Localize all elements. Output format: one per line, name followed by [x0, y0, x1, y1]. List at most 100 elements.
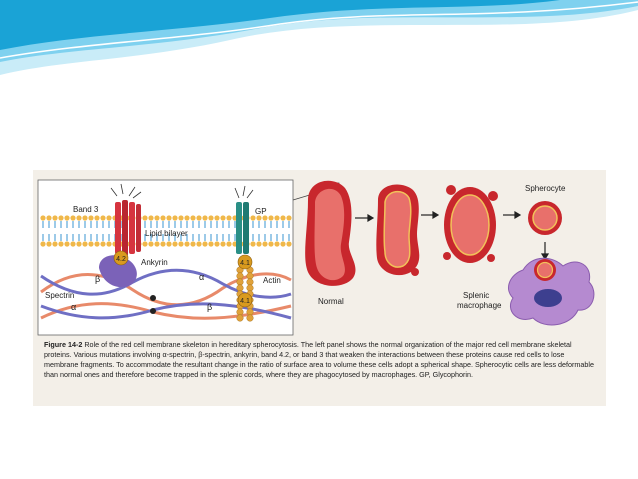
actin-bead	[236, 308, 244, 316]
lipid-head	[256, 241, 262, 247]
lipid-head	[82, 215, 88, 221]
lipid-head	[196, 241, 202, 247]
spherocyte	[528, 201, 562, 235]
lipid-head	[58, 215, 64, 221]
normal-rbc	[305, 180, 356, 286]
lipid-head	[202, 241, 208, 247]
lipid-head	[94, 241, 100, 247]
lipid-head	[100, 241, 106, 247]
actin-bead	[246, 314, 254, 322]
junction-dot	[150, 295, 156, 301]
lipid-head	[178, 215, 184, 221]
spectrin-alpha-strand	[40, 272, 292, 307]
actin-bead	[236, 284, 244, 292]
lipid-head	[208, 215, 214, 221]
lipid-head	[154, 241, 160, 247]
splenic-label-line1: Splenic	[463, 291, 489, 300]
lipid-head	[268, 215, 274, 221]
lipid-head	[76, 215, 82, 221]
lipid-head	[46, 215, 52, 221]
banner-wave-dark	[0, 0, 560, 50]
actin-bead	[246, 278, 254, 286]
band41-top-circle	[237, 254, 253, 270]
lipid-head	[262, 215, 268, 221]
lipid-head	[52, 215, 58, 221]
lipid-head	[64, 241, 70, 247]
lipid-head	[106, 241, 112, 247]
progression-arrows	[355, 210, 550, 261]
band42-label: 4.2	[116, 256, 126, 263]
actin-bead	[236, 272, 244, 280]
lipid-head	[154, 215, 160, 221]
normal-label: Normal	[318, 297, 344, 306]
lipid-head	[262, 241, 268, 247]
caption-text: Role of the red cell membrane skeleton i…	[44, 340, 595, 379]
lipid-head	[94, 215, 100, 221]
lipid-head	[280, 215, 286, 221]
lipid-head	[214, 241, 220, 247]
actin-label: Actin	[263, 276, 281, 285]
lipid-head	[250, 241, 256, 247]
figure-caption: Figure 14-2 Role of the red cell membran…	[44, 340, 596, 380]
lipid-head	[88, 215, 94, 221]
lipid-head	[52, 241, 58, 247]
lipid-bilayer	[40, 215, 292, 247]
intermediate-rbc-2	[443, 185, 498, 263]
alpha-left-label: α	[71, 302, 76, 312]
actin-bead	[236, 314, 244, 322]
lipid-head	[208, 241, 214, 247]
lipid-head	[58, 241, 64, 247]
lipid-head	[46, 241, 52, 247]
actin-bead	[246, 308, 254, 316]
actin-bead	[246, 272, 254, 280]
lipid-head	[202, 215, 208, 221]
lipid-head	[88, 241, 94, 247]
caption-label: Figure 14-2	[44, 340, 83, 349]
banner-line	[0, 1, 638, 59]
lipid-head	[76, 241, 82, 247]
lipid-head	[184, 215, 190, 221]
lipid-head	[142, 241, 148, 247]
lipid-head	[64, 215, 70, 221]
band41-top-label: 4.1	[240, 260, 250, 267]
lipid-head	[184, 241, 190, 247]
lipid-head	[274, 215, 280, 221]
lipid-head	[256, 215, 262, 221]
header-banner	[0, 0, 638, 75]
lipid-head	[40, 241, 46, 247]
junction-dot	[150, 308, 156, 314]
beta-right-label: β	[207, 302, 212, 312]
band3-label: Band 3	[73, 205, 99, 214]
band42-circle	[113, 250, 129, 266]
lipid-head	[82, 241, 88, 247]
lipid-head	[250, 215, 256, 221]
lipid-head	[172, 215, 178, 221]
splenic-label-line2: macrophage	[457, 301, 502, 310]
lipid-head	[274, 241, 280, 247]
lipid-head	[190, 215, 196, 221]
spectrin-beta-strand	[40, 268, 292, 299]
band3-protein	[110, 183, 142, 256]
alpha-right-label: α	[199, 272, 204, 282]
lipid-head	[148, 241, 154, 247]
intermediate-rbc-1	[376, 184, 420, 276]
band41-bottom-label: 4.1	[240, 298, 250, 305]
ankyrin-label: Ankyrin	[141, 258, 168, 267]
lipid-head	[286, 241, 292, 247]
lipid-head	[178, 241, 184, 247]
lipid-head	[106, 215, 112, 221]
lipid-head	[220, 215, 226, 221]
lipid-head	[268, 241, 274, 247]
spectrin-label: Spectrin	[45, 291, 74, 300]
lipid-head	[196, 215, 202, 221]
lipid-head	[214, 215, 220, 221]
lipid-head	[172, 241, 178, 247]
lipid-head	[190, 241, 196, 247]
ankyrin-protein	[99, 255, 137, 288]
lipid-head	[226, 215, 232, 221]
lipid-head	[148, 215, 154, 221]
actin-bead	[236, 278, 244, 286]
actin-bead	[246, 284, 254, 292]
lipid-head	[166, 241, 172, 247]
beta-left-label: β	[95, 274, 100, 284]
